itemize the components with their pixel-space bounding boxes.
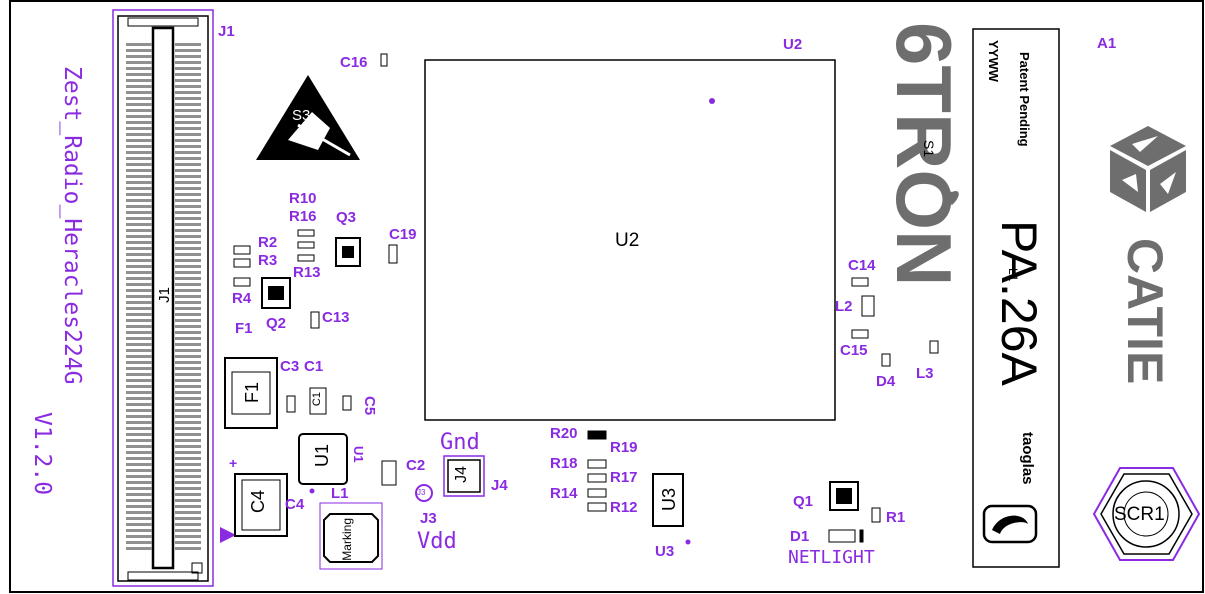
label-s3: S3 [292, 107, 311, 124]
label-r2: R2 [258, 234, 278, 251]
antenna-yyww: YYWW [986, 40, 1001, 82]
label-f1-body: F1 [242, 382, 262, 404]
label-r18: R18 [550, 455, 578, 472]
label-r17: R17 [610, 469, 638, 486]
label-j4-body: J4 [453, 466, 470, 483]
label-r4: R4 [232, 290, 252, 307]
esd-warning-icon [256, 75, 360, 160]
label-l1: L1 [331, 485, 349, 502]
j3-pad [415, 484, 433, 502]
connector-j1 [112, 9, 236, 587]
label-j4: J4 [491, 477, 508, 494]
label-r19: R19 [610, 439, 638, 456]
u3-outline [652, 473, 684, 527]
label-j1-top: J1 [218, 23, 235, 40]
label-c2: C2 [406, 457, 426, 474]
label-a1: A1 [1097, 35, 1117, 52]
label-l2: L2 [835, 298, 853, 315]
label-r12: R12 [610, 499, 638, 516]
label-s2: S2 [1137, 253, 1153, 271]
label-c4-body: C4 [248, 490, 268, 514]
sixtron-heart-icon [945, 190, 959, 205]
label-gnd: Gnd [440, 430, 480, 455]
label-r16: R16 [289, 208, 317, 225]
transistor-q2 [261, 277, 291, 309]
u2-pin1-dot [709, 98, 715, 104]
label-j3-pad: J3 [417, 488, 426, 497]
label-c15: C15 [840, 342, 868, 359]
taoglas-logo-icon [982, 504, 1038, 544]
label-f1: F1 [235, 320, 253, 337]
antenna-model: PA.26A [991, 220, 1047, 386]
antenna-patent-pending: Patent Pending [1017, 52, 1032, 147]
antenna-brand: taoglas [1019, 432, 1036, 485]
label-r20: R20 [550, 425, 578, 442]
j4-outline [443, 455, 485, 497]
small-parts [233, 53, 939, 543]
label-netlight: NETLIGHT [788, 547, 875, 568]
transistor-q1 [829, 481, 859, 511]
label-r14: R14 [550, 485, 578, 502]
board-outline [9, 0, 1204, 593]
label-marking: Marking [340, 518, 354, 561]
label-c3: C3 [280, 358, 300, 375]
label-vdd: Vdd [417, 529, 457, 554]
label-j3: J3 [420, 510, 437, 527]
label-r13: R13 [293, 264, 321, 281]
u2-outline [424, 59, 836, 421]
label-c1: C1 [304, 358, 324, 375]
capacitor-c4 [234, 473, 288, 537]
logo-catie: CATIE [1117, 238, 1173, 385]
label-l3: L3 [916, 365, 934, 382]
label-j1-connector: J1 [156, 287, 173, 303]
logo-6tron: 6TRON [880, 22, 968, 287]
label-q3: Q3 [336, 209, 357, 226]
label-d1: D1 [790, 528, 810, 545]
label-c19: C19 [389, 226, 417, 243]
label-u1-body: U1 [312, 444, 332, 468]
board-version: V1.2.0 [29, 412, 55, 496]
transistor-q3 [335, 237, 361, 267]
label-c14: C14 [848, 257, 876, 274]
inductor-l1 [319, 502, 383, 570]
label-c16: C16 [340, 54, 368, 71]
label-d4: D4 [876, 373, 896, 390]
label-u3: U3 [655, 543, 675, 560]
label-plus: + [229, 455, 238, 471]
label-u2-body: U2 [615, 230, 640, 251]
label-c5: C5 [361, 396, 378, 416]
label-r1: R1 [886, 509, 906, 526]
screw-scr1-icon [1092, 467, 1201, 561]
label-u3-body: U3 [659, 488, 679, 512]
u1-outline [298, 433, 348, 485]
label-r10: R10 [289, 190, 317, 207]
fuse-f1 [224, 357, 278, 429]
label-s1: S1 [921, 140, 937, 158]
label-l1-antenna: L1 [1006, 268, 1020, 282]
label-u2-top: U2 [783, 36, 803, 53]
label-q2: Q2 [266, 315, 287, 332]
catie-cube-icon [1110, 126, 1186, 212]
antenna-outline [972, 28, 1060, 568]
label-c13: C13 [322, 309, 350, 326]
label-q1: Q1 [793, 493, 814, 510]
label-r3: R3 [258, 252, 278, 269]
board-name: Zest_Radio_Heracles224G [59, 66, 85, 385]
label-c1-body: C1 [311, 392, 323, 407]
label-u1: U1 [351, 446, 366, 463]
label-scr1: SCR1 [1114, 504, 1165, 525]
label-c4: C4 [285, 496, 305, 513]
